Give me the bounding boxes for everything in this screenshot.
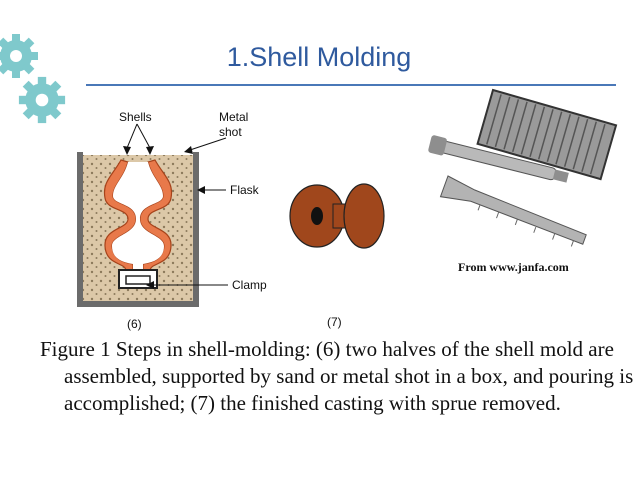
- step-7-label: (7): [327, 315, 342, 329]
- step-6-label: (6): [127, 317, 142, 331]
- clamp: [118, 269, 158, 289]
- shell-mold: [103, 159, 173, 272]
- flask-label: Flask: [230, 183, 259, 197]
- page-title: 1.Shell Molding: [226, 42, 412, 72]
- photo-credit: From www.janfa.com: [458, 260, 569, 274]
- leader-lines: [126, 123, 228, 286]
- title-divider: [86, 84, 616, 86]
- clamp-label: Clamp: [232, 278, 267, 292]
- product-photo: [428, 88, 618, 247]
- finished-casting: [289, 183, 385, 249]
- figure-caption: Figure 1 Steps in shell-molding: (6) two…: [40, 337, 634, 415]
- shells-label: Shells: [119, 110, 152, 124]
- metal-shot-label-line1: Metal: [219, 110, 249, 124]
- metal-shot-label-line2: shot: [219, 125, 242, 139]
